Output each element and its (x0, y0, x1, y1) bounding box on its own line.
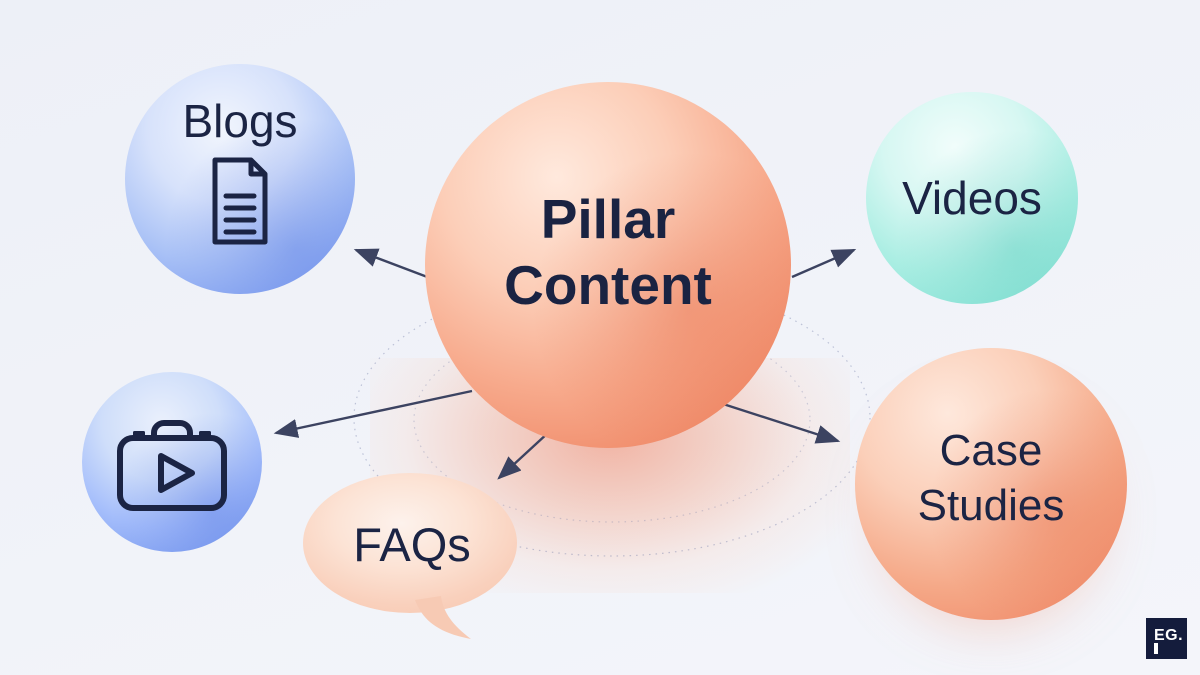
briefcase-play-icon (117, 420, 227, 511)
center-node-pillar-content: Pillar Content (425, 82, 791, 448)
case-studies-label: Case Studies (918, 424, 1065, 533)
center-label-line2: Content (504, 254, 712, 316)
blogs-label: Blogs (182, 95, 298, 147)
speech-bubble-tail (415, 596, 471, 639)
node-case-studies: Case Studies (855, 348, 1127, 620)
center-label-line1: Pillar (540, 188, 676, 250)
orbit-dotted-arc-inner (413, 317, 811, 523)
brand-logo: EG. (1146, 618, 1187, 659)
brand-logo-bar (1154, 643, 1158, 654)
case-studies-line1: Case (939, 426, 1043, 476)
arrow-to-blogs (353, 248, 431, 280)
arrow-to-faqs (497, 431, 550, 480)
node-videos: Videos (866, 92, 1078, 304)
arrow-to-videos (791, 248, 857, 279)
brand-logo-text: EG. (1154, 627, 1184, 644)
case-studies-line2: Studies (917, 481, 1065, 530)
orbit-dotted-arc-outer (353, 279, 871, 557)
node-media (82, 372, 262, 552)
arrow-to-media (273, 389, 473, 438)
arrow-to-case-studies (719, 401, 841, 444)
faqs-label: FAQs (353, 517, 471, 571)
node-blogs: Blogs (125, 64, 355, 294)
videos-label: Videos (902, 172, 1042, 224)
document-icon (212, 157, 268, 245)
node-faqs-speech-bubble (303, 473, 517, 639)
center-node-label: Pillar Content (504, 186, 712, 318)
